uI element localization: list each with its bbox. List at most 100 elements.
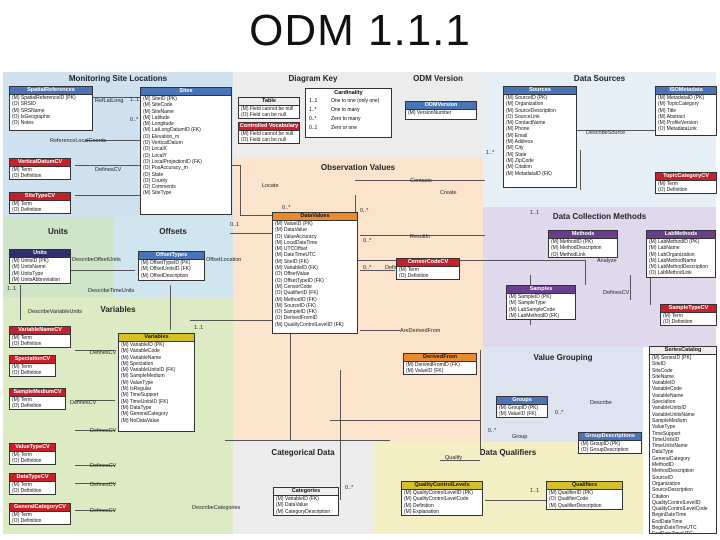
- table-field: SourceID: [652, 474, 673, 481]
- connector-line: [360, 330, 400, 331]
- table-field: GeneralCategory: [652, 455, 691, 462]
- table-methods: Methods(M) MethodID (PK)(M) MethodDescri…: [548, 230, 618, 258]
- table-field: (M) UnitsAbbreviation: [12, 276, 61, 283]
- table-header: OffsetTypes: [139, 252, 204, 260]
- table-field: (O) MetadataLink: [658, 126, 697, 133]
- table-field: SiteName: [652, 373, 674, 380]
- table-field: (M) Term: [12, 201, 32, 207]
- table-field: (O) Definition: [12, 458, 42, 465]
- table-field: (M) Abstract: [658, 113, 685, 120]
- cardinality-symbol: 1..1: [309, 98, 318, 104]
- cardinality-label: 1..1: [130, 97, 140, 103]
- table-variables: Variables(M) VariableID (PK)(M) Variable…: [118, 333, 195, 432]
- connector-line: [75, 465, 115, 466]
- table-topic-category-cv: TopicCategoryCV(M) Term(O) Definition: [655, 172, 717, 194]
- connector-line: [240, 215, 273, 216]
- table-field: (M) QualityControlLevelID (FK): [275, 321, 344, 328]
- table-field: (M) Title: [658, 107, 677, 114]
- cardinality-meaning: One to many: [331, 107, 360, 113]
- table-field: Speciation: [652, 399, 676, 406]
- table-header: GroupDescriptions: [579, 433, 641, 441]
- connector-line: [230, 233, 272, 234]
- table-field: DataType: [652, 449, 674, 456]
- table-field: (M) UnitsName: [12, 264, 46, 271]
- cardinality-label: 1..1: [530, 488, 540, 494]
- table-header: GeneralCategoryCV: [10, 504, 70, 512]
- cardinality-row: 1..*One to many: [306, 106, 391, 115]
- table-field: (O) SourceLink: [506, 113, 540, 120]
- table-header: Units: [10, 250, 70, 258]
- table-field: (O) Notes: [12, 120, 34, 127]
- table-field: (M) UnitsID (PK): [12, 258, 49, 264]
- table-field: (M) LocalDateTime: [275, 239, 318, 246]
- table-field: (O) OffsetValue: [275, 271, 310, 278]
- table-field: (M) LabOrganization: [649, 251, 695, 258]
- table-general-category-cv: GeneralCategoryCV(M) Term(O) Definition: [9, 503, 71, 525]
- table-field: (M) Field cannot be null: [241, 106, 294, 112]
- table-field: (M) ContactName: [506, 120, 546, 127]
- table-field: (M) LabSampleCode: [509, 306, 556, 313]
- table-field: (M) MethodID (PK): [551, 239, 593, 245]
- connector-line: [340, 370, 341, 500]
- table-field: Citation: [652, 493, 669, 500]
- table-field: (M) LabMethodID (PK): [649, 239, 700, 245]
- rel-label-describe-variable-units: DescribeVariableUnits: [28, 309, 83, 315]
- table-header: DerivedFrom: [404, 354, 476, 362]
- table-field: (M) QualityControlLevelCode: [404, 496, 469, 503]
- connector-line: [20, 285, 21, 320]
- table-field: (M) Email: [506, 132, 528, 139]
- table-field: (M) ValueID (PK): [275, 221, 313, 227]
- table-sources: Sources(M) SourceID (PK)(M) Organization…: [503, 86, 577, 188]
- table-field: VariableName: [652, 392, 684, 399]
- table-field: BeginDateTime: [652, 512, 687, 519]
- connector-line: [240, 165, 241, 215]
- cardinality-meaning: Zero to many: [331, 116, 361, 122]
- table-header: Sites: [141, 88, 231, 96]
- table-field: (M) GroupID (PK): [499, 405, 539, 411]
- connector-line: [60, 270, 135, 271]
- table-field: TimeUnitsName: [652, 443, 688, 450]
- table-header: Controlled Vocabulary: [239, 123, 299, 131]
- table-field: (M) ValueID (FK): [406, 368, 444, 375]
- table-field: (M) SiteID (PK): [143, 96, 177, 102]
- table-field: (O) VerticalDatum: [143, 140, 183, 147]
- table-field: (M) Longitude: [143, 121, 174, 128]
- cardinality-label: 0..*: [360, 208, 369, 214]
- table-field: MethodDescription: [652, 468, 694, 475]
- table-derived-from: DerivedFrom(M) DerivedFromID (FK)(M) Val…: [403, 353, 477, 375]
- rel-label-are-derived: AreDerivedFrom: [400, 328, 441, 334]
- cardinality-meaning: Zero or one: [331, 125, 357, 131]
- table-categories: Categories(M) VariableID (FK)(M) DataVal…: [273, 487, 339, 516]
- table-data-values: DataValues(M) ValueID (PK)(M) DataValue(…: [272, 212, 358, 334]
- connector-line: [75, 510, 115, 511]
- table-key-cv: Controlled Vocabulary(M) Field cannot be…: [238, 122, 300, 144]
- table-spatial-references: SpatialReferences(M) SpatialReferenceID …: [9, 86, 93, 131]
- table-field: (M) Address: [506, 139, 533, 146]
- connector-line: [75, 430, 115, 431]
- connector-line: [190, 320, 272, 321]
- table-field: Organization: [652, 480, 681, 487]
- table-field: BeginDateTimeUTC: [652, 525, 697, 532]
- table-field: (M) DataValue: [276, 502, 308, 509]
- table-field: (O) Definition: [399, 273, 429, 280]
- connector-line: [630, 275, 631, 300]
- connector-line: [355, 180, 485, 181]
- rel-label-describe: Describe: [590, 400, 612, 406]
- table-field: (M) GeneralCategory: [121, 411, 168, 418]
- table-field: (O) Field can be null: [241, 112, 287, 119]
- table-field: (M) Term: [12, 452, 32, 458]
- table-field: (O) QualifierID (FK): [275, 290, 319, 297]
- table-field: (O) Definition: [12, 173, 42, 180]
- table-groups: Groups(M) GroupID (PK)(M) ValueID (FK): [496, 396, 548, 418]
- table-field: (M) ZipCode: [506, 157, 534, 164]
- table-field: (M) Term: [663, 313, 683, 319]
- table-field: VariableID: [652, 380, 675, 387]
- table-field: (M) OffsetTypeID (PK): [141, 260, 191, 266]
- table-field: (M) Explanation: [404, 508, 440, 515]
- table-field: (O) DerivedFromID: [275, 315, 318, 322]
- table-field: (M) Term: [12, 335, 32, 341]
- table-header: SpatialReferences: [10, 87, 92, 95]
- table-speciation-cv: SpeciationCV(M) Term(O) Definition: [9, 355, 56, 377]
- table-field: (O) Field can be null: [241, 137, 287, 144]
- table-field: (M) DataValue: [275, 227, 307, 234]
